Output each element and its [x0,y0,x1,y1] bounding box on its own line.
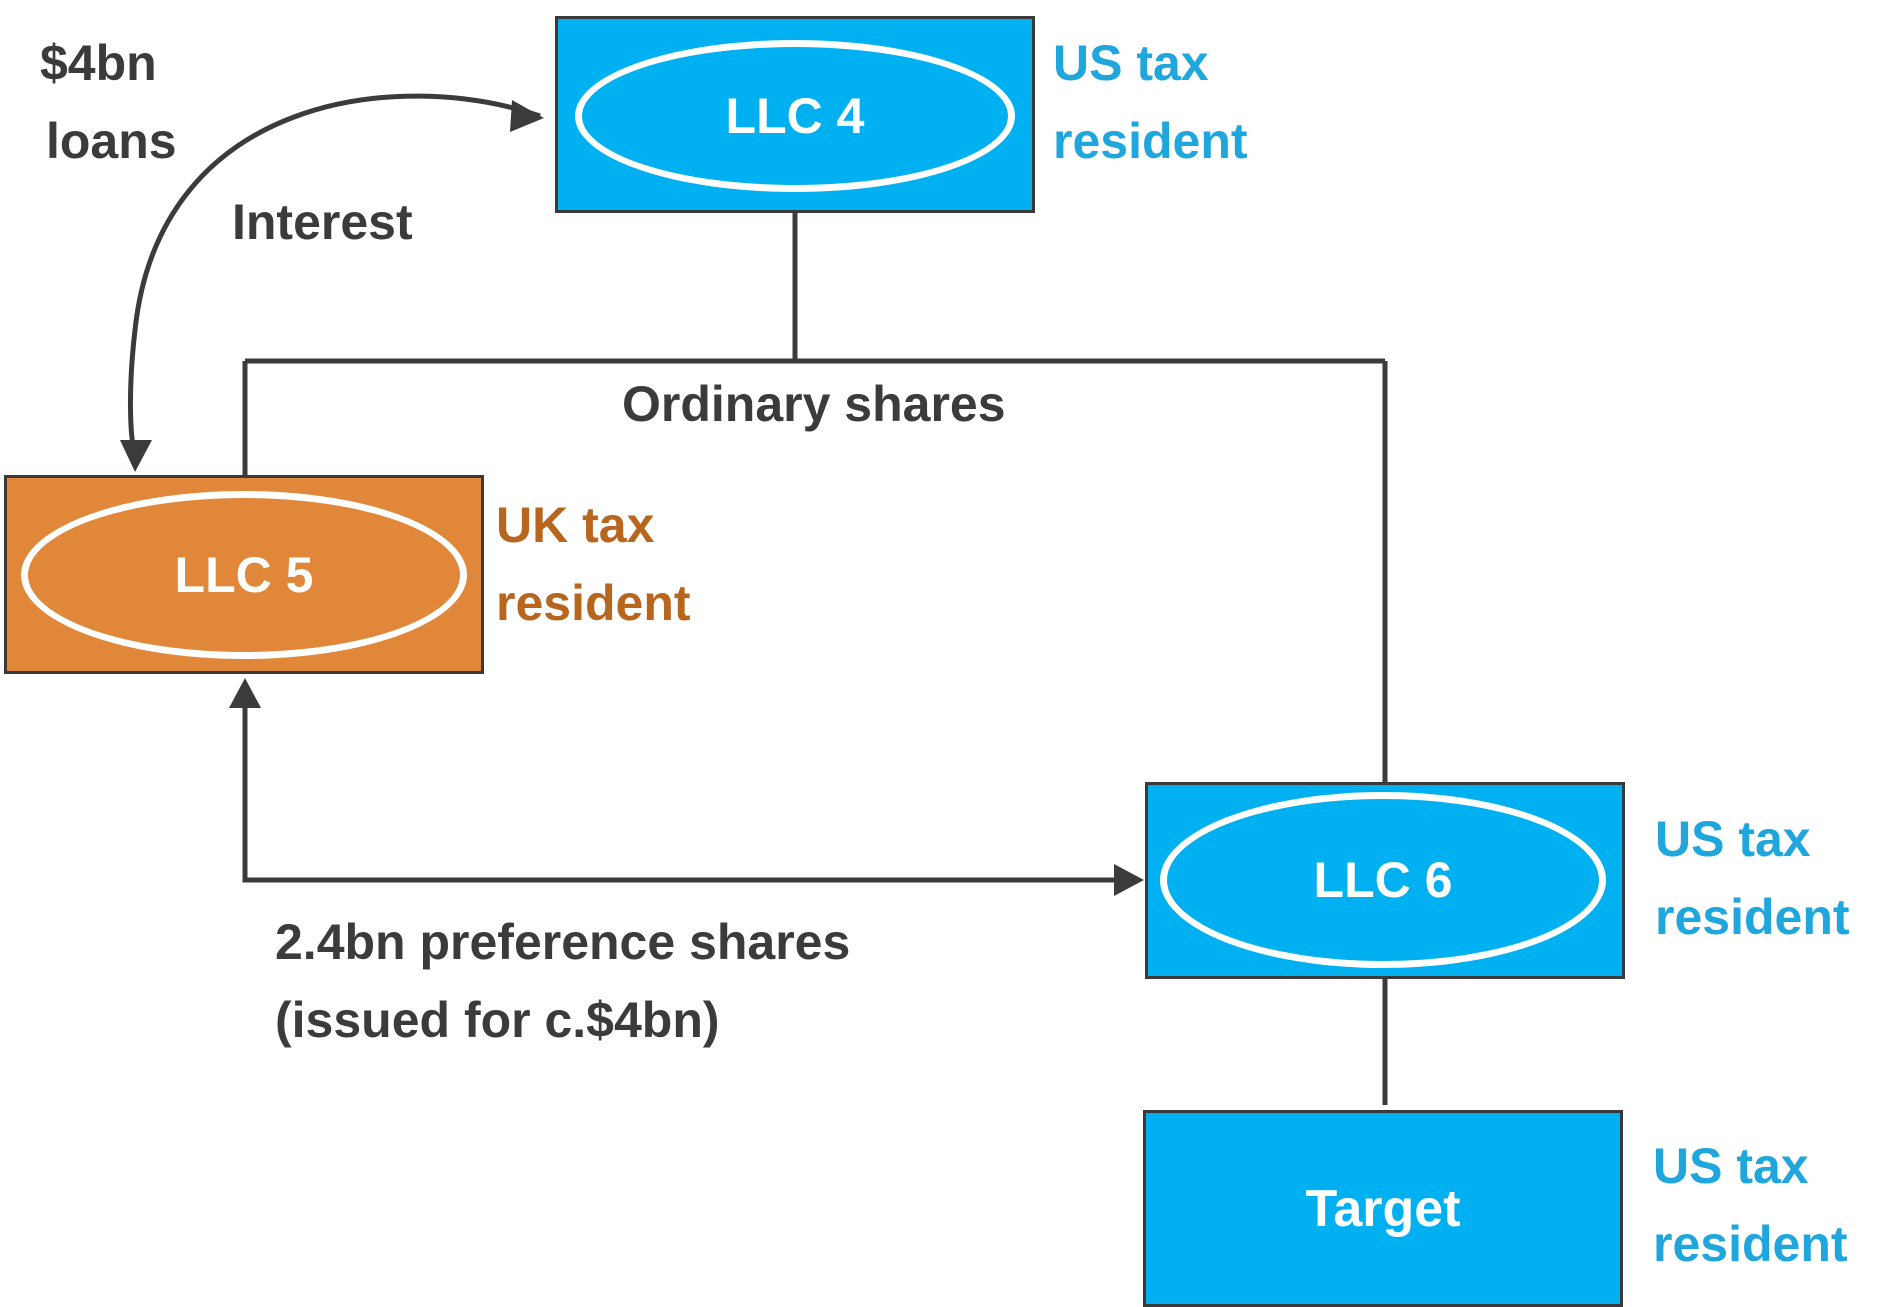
preference-shares-connector [242,695,1120,883]
ordinary-shares-label: Ordinary shares [622,376,1006,432]
llc4-box: LLC 4 [555,16,1035,213]
arrowhead-to-llc6-pref [1114,864,1144,896]
llc5-oval: LLC 5 [21,491,467,659]
preference-shares-line2: (issued for c.$4bn) [275,992,720,1048]
llc5-tax-residency: UK tax resident [496,486,691,642]
arrowhead-to-llc4 [510,100,544,132]
llc5-tax-line1: UK tax [496,497,655,553]
llc4-tax-residency: US tax resident [1053,24,1248,180]
target-tax-line1: US tax [1653,1138,1809,1194]
target-tax-residency: US tax resident [1653,1127,1848,1283]
target-label: Target [1305,1179,1461,1238]
llc5-label: LLC 5 [174,547,314,603]
llc4-label: LLC 4 [725,88,865,144]
target-tax-line2: resident [1653,1216,1848,1272]
loans-amount: $4bn [40,35,157,91]
loans-word: loans [46,113,177,169]
preference-shares-label: 2.4bn preference shares (issued for c.$4… [275,903,850,1059]
llc6-oval: LLC 6 [1160,792,1606,968]
preference-shares-line1: 2.4bn preference shares [275,914,851,970]
arrowhead-to-llc5-loans [120,440,152,472]
target-box: Target [1143,1110,1623,1307]
llc6-label: LLC 6 [1313,852,1453,908]
arrowhead-to-llc5-pref [229,678,261,708]
llc6-tax-residency: US tax resident [1655,800,1850,956]
llc5-tax-line2: resident [496,575,691,631]
loans-label: $4bn loans [38,24,177,180]
llc4-tax-line1: US tax [1053,35,1209,91]
llc5-box: LLC 5 [4,475,484,674]
llc6-tax-line1: US tax [1655,811,1811,867]
interest-label: Interest [232,194,413,250]
llc4-oval: LLC 4 [575,40,1015,192]
llc4-tax-line2: resident [1053,113,1248,169]
loans-interest-curve [128,93,541,453]
llc6-tax-line2: resident [1655,889,1850,945]
llc6-box: LLC 6 [1145,782,1625,979]
